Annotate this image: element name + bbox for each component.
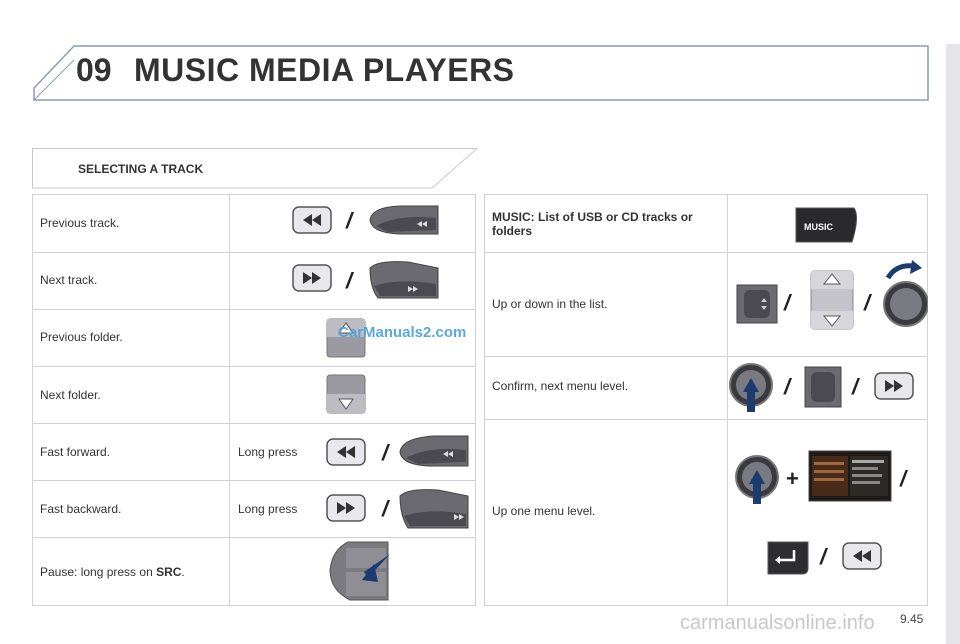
row-label-next-track: Next track. (40, 273, 98, 287)
separator: / (784, 374, 791, 399)
separator: / (900, 466, 907, 491)
separator: / (864, 290, 871, 315)
row-label-up-down-list: Up or down in the list. (492, 297, 608, 311)
steering-control-rewind-long-icon (399, 435, 469, 467)
separator: / (382, 440, 389, 465)
rotary-knob-press-back-icon (735, 455, 779, 504)
separator: / (346, 268, 353, 293)
steering-control-forward-icon (369, 261, 439, 299)
section-title: SELECTING A TRACK (78, 162, 204, 176)
next-track-icon (292, 264, 332, 292)
footer-watermark: carmanualsonline.info (680, 612, 875, 634)
left-table (32, 194, 476, 606)
row-label-fast-forward: Fast forward. (40, 445, 111, 459)
chapter-number: 09 (76, 52, 112, 88)
previous-button-icon (842, 542, 882, 570)
separator: / (820, 544, 827, 569)
next-button-icon (874, 372, 914, 400)
row-label-up-one-level: Up one menu level. (492, 504, 596, 518)
row-label-previous-track: Previous track. (40, 216, 120, 230)
steering-control-forward-long-icon (399, 489, 469, 529)
chapter-title: MUSIC MEDIA PLAYERS (134, 52, 515, 88)
rotary-knob-press-icon (729, 363, 773, 412)
action-long-press-forward: Long press (238, 445, 298, 459)
steering-control-rewind-icon (369, 205, 439, 235)
separator: / (852, 374, 859, 399)
watermark: CarManuals2.com (338, 324, 467, 341)
rotary-knob-rotate-icon (883, 260, 928, 327)
src-text: SRC (156, 565, 182, 579)
row-label-confirm: Confirm, next menu level. (492, 379, 629, 393)
menu-screen-icon (808, 450, 892, 502)
row-label-pause: Pause: long press on SRC. (40, 565, 185, 579)
pause-text: Pause: long press on (40, 565, 157, 579)
up-arrow-button-icon (326, 318, 366, 358)
up-down-arrows-icon (810, 270, 854, 330)
back-button-icon (767, 541, 809, 575)
fast-rewind-icon (326, 438, 366, 466)
row-label-fast-backward: Fast backward. (40, 502, 122, 516)
side-tab-bar (946, 44, 960, 644)
music-button-icon: MUSIC (795, 207, 858, 243)
scroll-wheel-press-icon (804, 366, 842, 408)
down-arrow-button-icon (326, 374, 366, 414)
page-number: 9.45 (900, 612, 924, 626)
separator: / (784, 290, 791, 315)
plus-sign: + (786, 466, 799, 491)
music-button-label: MUSIC (804, 222, 834, 232)
src-steering-control-icon (329, 541, 390, 601)
pause-period: . (181, 565, 185, 579)
row-label-previous-folder: Previous folder. (40, 330, 123, 344)
action-long-press-backward: Long press (238, 502, 298, 516)
scroll-wheel-icon (736, 284, 778, 324)
right-table (484, 194, 928, 606)
row-label-music-list: MUSIC: List of USB or CD tracks or folde… (492, 210, 693, 238)
header-frame (33, 45, 929, 101)
separator: / (382, 496, 389, 521)
previous-track-icon (292, 206, 332, 234)
row-label-next-folder: Next folder. (40, 388, 101, 402)
fast-forward-icon (326, 494, 366, 522)
section-tab (32, 148, 478, 189)
separator: / (346, 208, 353, 233)
